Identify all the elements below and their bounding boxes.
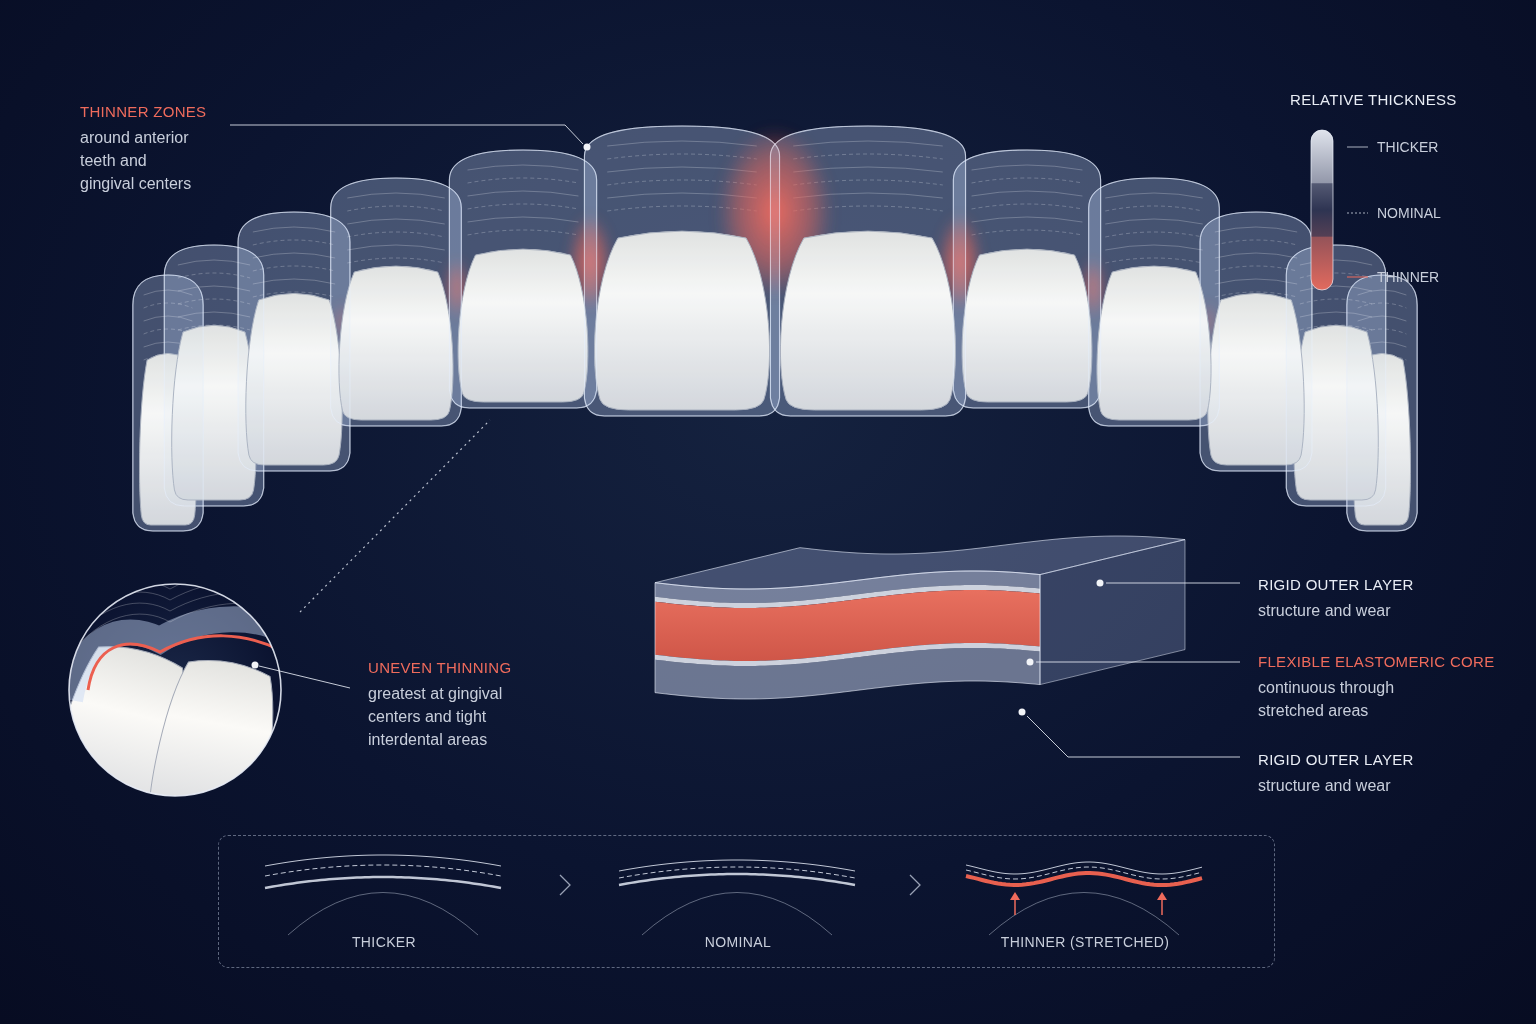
- slab-side-face: [1040, 540, 1185, 685]
- part-name: RIGID OUTER LAYER: [1258, 575, 1414, 595]
- label-slot: FLEXIBLE ELASTOMERIC CORE: [1258, 652, 1494, 672]
- legend-entry: THINNER: [1377, 268, 1439, 286]
- part-note: structure and wear: [1258, 774, 1391, 797]
- magnified-tooth: [144, 653, 286, 849]
- legend-entry: NOMINAL: [1377, 204, 1441, 222]
- label-slot: structure and wear: [1258, 774, 1391, 797]
- stretch-arrowhead: [1010, 892, 1020, 900]
- layer-line: [265, 877, 501, 888]
- callout-heading: THINNER ZONES: [80, 102, 206, 122]
- layer-line: [619, 867, 855, 878]
- aligner-shell: [953, 150, 1100, 408]
- leader-dot: [1019, 709, 1026, 716]
- layer-line: [619, 860, 855, 871]
- label-slot: THINNER ZONES: [80, 102, 206, 122]
- slab-outline: [655, 571, 1040, 699]
- callout-text: around anterior teeth and gingival cente…: [80, 126, 205, 195]
- aligner-shell: [449, 150, 596, 408]
- stage-label: THICKER: [352, 933, 416, 951]
- scale-tick: [1347, 277, 1368, 278]
- stage-panel: THICKER NOMINAL THINNER (STRETCHED): [218, 835, 1275, 968]
- label-slot: continuous through stretched areas: [1258, 676, 1438, 722]
- tooth-outline: [642, 893, 832, 936]
- aligner-shell-edge: [584, 126, 779, 416]
- magnifier: [41, 559, 300, 848]
- stage-sketch: [966, 862, 1202, 935]
- label-slot: greatest at gingival centers and tight i…: [368, 682, 533, 751]
- layer-line: [265, 865, 501, 876]
- magnifier-rim: [69, 584, 281, 796]
- layer-line: [265, 855, 501, 866]
- aligner-shell: [331, 178, 462, 426]
- label-slot: UNEVEN THINNING: [368, 658, 511, 678]
- chevron: [560, 875, 570, 895]
- leader-line: [230, 125, 583, 144]
- leader-line: [1106, 583, 1240, 584]
- tooth-outline: [288, 893, 478, 936]
- leader-line: [1036, 662, 1240, 663]
- aligner-shell-edge: [449, 150, 596, 408]
- thickness-scale: [1311, 130, 1368, 291]
- layer-line: [619, 874, 855, 885]
- dotted-leader: [300, 420, 490, 612]
- part-note: structure and wear: [1258, 599, 1391, 622]
- striation-line: [70, 570, 300, 622]
- callout-heading: UNEVEN THINNING: [368, 658, 511, 678]
- tooth-outline: [989, 893, 1179, 936]
- aligner-shell-edge: [1089, 178, 1220, 426]
- aligner-shells: [133, 126, 1417, 531]
- magnified-view: [41, 559, 300, 848]
- stage-label: THINNER (STRETCHED): [1001, 933, 1170, 951]
- legend-label: THINNER: [1377, 268, 1439, 286]
- aligner-shell: [584, 126, 779, 416]
- leader-dot: [584, 144, 591, 151]
- legend-title: RELATIVE THICKNESS: [1290, 90, 1457, 110]
- aligner-shell-edge: [770, 126, 965, 416]
- stage-label: NOMINAL: [705, 933, 772, 951]
- scale-gradient: [1311, 130, 1333, 290]
- cross-section: [655, 536, 1240, 757]
- stretch-arrowhead: [1157, 892, 1167, 900]
- label-slot: around anterior teeth and gingival cente…: [80, 126, 205, 195]
- legend-label: THICKER: [1377, 138, 1438, 156]
- thickness-stages: [265, 855, 1202, 935]
- stretch-arrow: [1014, 898, 1016, 915]
- aligner-arch: [133, 126, 1417, 531]
- label-slot: RIGID OUTER LAYER: [1258, 750, 1414, 770]
- stretch-arrow: [1161, 898, 1163, 915]
- part-name: RIGID OUTER LAYER: [1258, 750, 1414, 770]
- chevron: [910, 875, 920, 895]
- aligner-overlay: [133, 126, 1417, 531]
- aligner-shell-edge: [331, 178, 462, 426]
- aligner-shell-edge: [953, 150, 1100, 408]
- stage-sketch: [265, 855, 501, 935]
- striation-line: [70, 581, 300, 633]
- label-slot: RIGID OUTER LAYER: [1258, 575, 1414, 595]
- thin-red-line: [88, 636, 290, 690]
- part-name: FLEXIBLE ELASTOMERIC CORE: [1258, 652, 1494, 672]
- magnified-shell: [70, 619, 300, 700]
- callout-text: greatest at gingival centers and tight i…: [368, 682, 533, 751]
- stretched-layer: [966, 873, 1202, 885]
- aligner-shell: [770, 126, 965, 416]
- scale-swatches: [1311, 130, 1333, 290]
- stage-sketch: [619, 860, 855, 935]
- leader-dot: [1097, 580, 1104, 587]
- label-slot: structure and wear: [1258, 599, 1391, 622]
- scale-tick: [1347, 213, 1368, 214]
- label-slot: RELATIVE THICKNESS: [1290, 90, 1457, 110]
- leader-line: [259, 666, 350, 688]
- legend-entry: THICKER: [1377, 138, 1438, 156]
- aligner-shell: [1089, 178, 1220, 426]
- leader-dot: [1027, 659, 1034, 666]
- scale-border: [1311, 130, 1333, 290]
- leader-line: [1027, 716, 1240, 757]
- leader-dot: [252, 662, 259, 669]
- scale-tick: [1347, 147, 1368, 148]
- legend-label: NOMINAL: [1377, 204, 1441, 222]
- part-note: continuous through stretched areas: [1258, 676, 1438, 722]
